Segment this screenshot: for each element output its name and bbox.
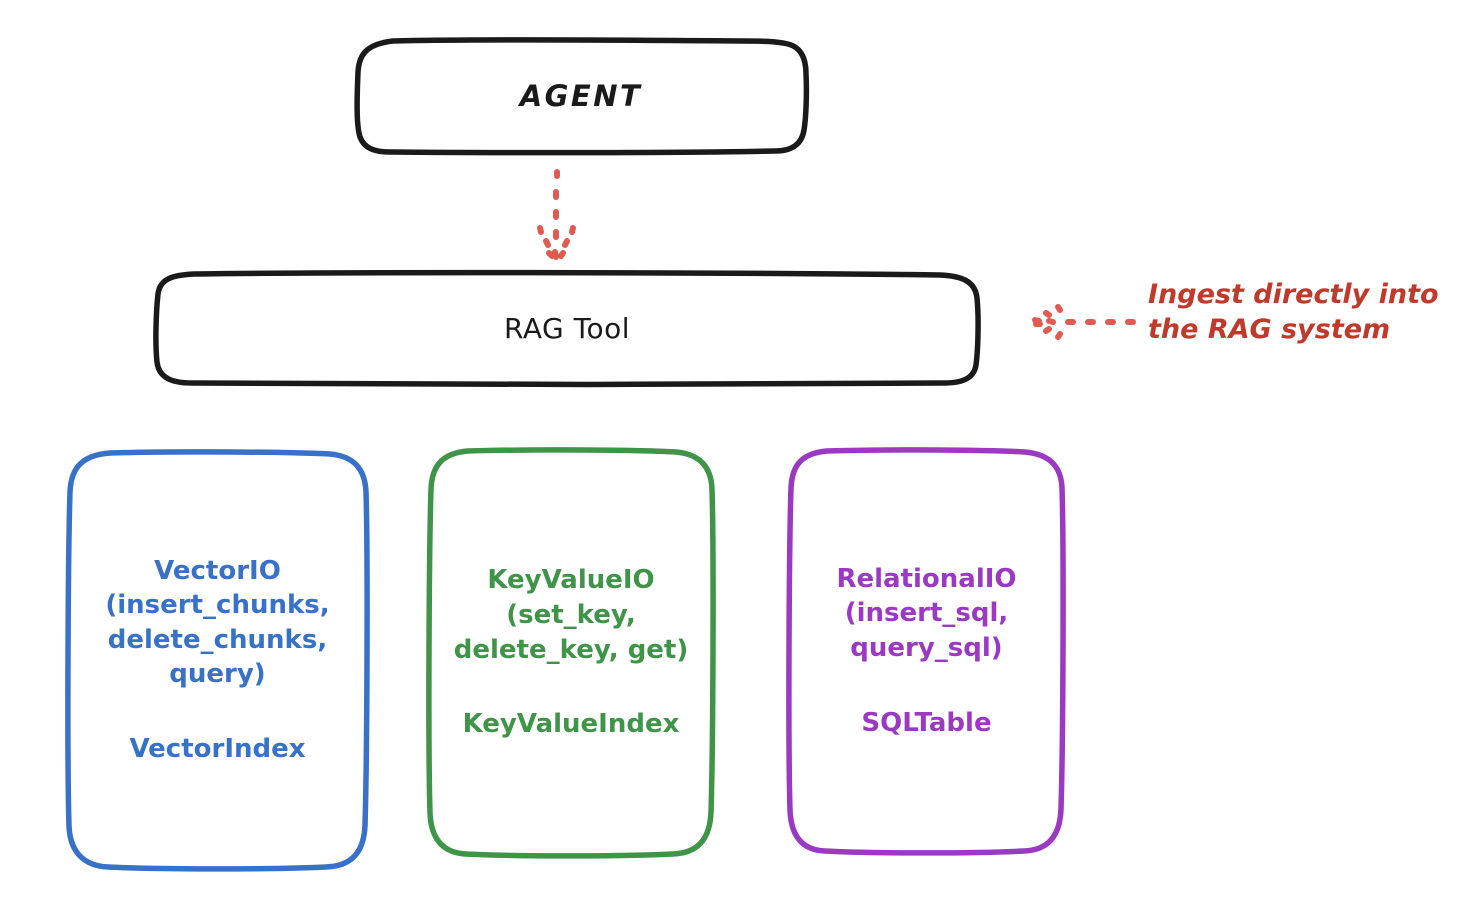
vector-io-box[interactable] [65,449,370,872]
relational-io-box[interactable] [786,447,1066,856]
agent-box[interactable] [354,37,810,156]
agent-to-rag-arrow [537,169,576,260]
key-value-io-box[interactable] [426,447,716,859]
rag-tool-box[interactable] [153,269,981,388]
ingest-to-rag-arrow [1032,304,1136,340]
